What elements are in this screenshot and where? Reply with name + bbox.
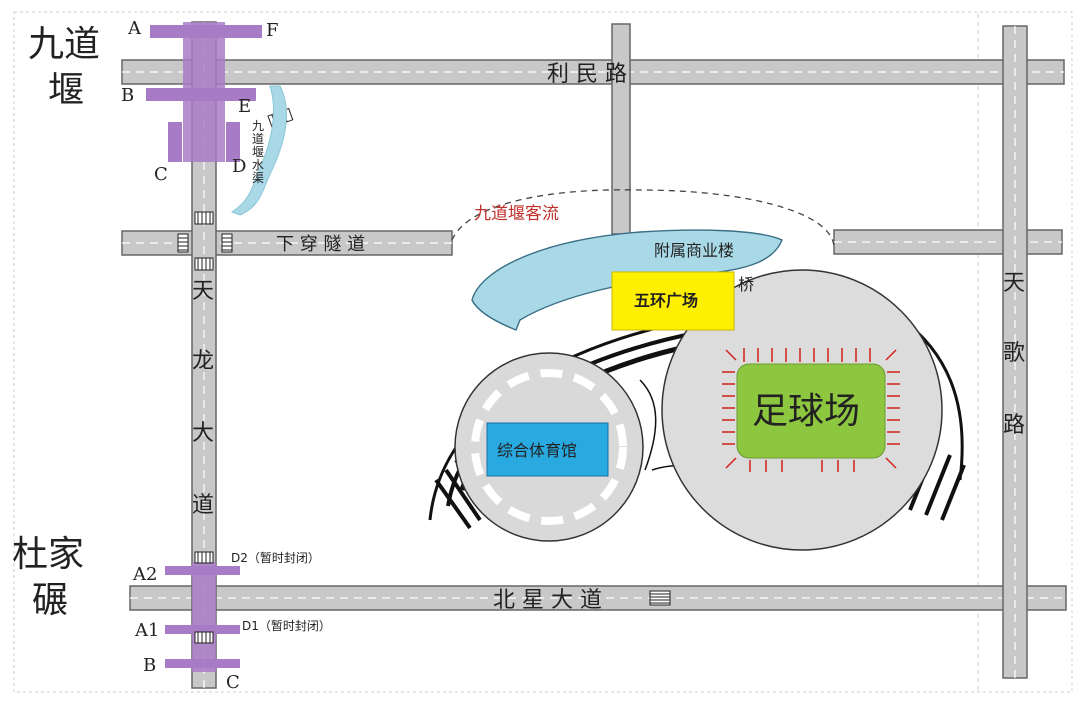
canal-char-2: 道: [252, 132, 264, 146]
canal-char-3: 堰: [252, 145, 264, 159]
exit-label-c-south: C: [226, 672, 240, 693]
exit-d-stub: [226, 122, 240, 162]
exit-label-a1: A1: [134, 620, 159, 641]
gym-track: [471, 369, 627, 525]
station-jiudaoyan-line2: 堰: [48, 70, 84, 111]
stadium-gates: [722, 348, 900, 472]
road-label-tianlong-3: 大: [192, 421, 214, 446]
metro-dujianian-station: [165, 562, 240, 672]
gate-arrows-bottom: [749, 460, 855, 472]
exit-label-a: A: [127, 18, 142, 39]
road-label-tunnel: 下 穿 隧 道: [276, 234, 365, 255]
gym-building: [486, 422, 609, 477]
station-body-south: [192, 562, 216, 672]
exit-label-e: E: [238, 96, 251, 117]
gate-arrows-right: [887, 371, 900, 445]
canal-char-4: 水: [252, 158, 264, 172]
exit-label-d: D: [232, 156, 246, 177]
station-dujianian-line1: 杜家: [12, 534, 84, 575]
station-dujianian-line2: 碾: [32, 580, 68, 621]
road-label-tianlong-1: 天: [192, 279, 214, 304]
metro-jiudaoyan-station: [146, 22, 262, 162]
middle-road: [611, 23, 631, 235]
bridge-label: 桥: [738, 275, 754, 294]
canal-char-5: 渠: [252, 171, 264, 185]
plaza-label: 五环广场: [634, 291, 698, 310]
exit-label-c: C: [154, 164, 168, 185]
road-label-tiange-2: 歌: [1003, 341, 1025, 366]
road-label-tiange-1: 天: [1003, 271, 1025, 296]
gate-arrows-top: [743, 348, 871, 362]
map-frame: [13, 11, 1073, 693]
canal-water: [230, 85, 287, 216]
road-label-beixing: 北 星 大 道: [493, 588, 602, 613]
gym-label: 综合体育馆: [497, 441, 577, 460]
exit-label-a2: A2: [132, 564, 157, 585]
road-label-tianlong-2: 龙: [192, 349, 214, 374]
exit-label-f: F: [266, 20, 279, 41]
station-jiudaoyan-line1: 九道: [28, 24, 100, 65]
gate-arrows-left: [722, 371, 735, 445]
exit-label-b-south: B: [143, 655, 156, 676]
road-label-tiange-3: 路: [1003, 413, 1025, 438]
station-body: [183, 22, 225, 162]
note-d1-closed: D1（暂时封闭）: [242, 619, 331, 633]
note-d2-closed: D2（暂时封闭）: [231, 551, 320, 565]
exit-c-stub: [168, 122, 182, 162]
road-label-limin: 利 民 路: [547, 62, 627, 87]
crowd-flow-label: 九道堰客流: [474, 204, 559, 224]
canal-char-1: 九: [252, 119, 264, 133]
football-pitch: [736, 363, 886, 459]
road-label-tianlong-4: 道: [192, 493, 214, 518]
exit-label-b: B: [121, 85, 134, 106]
commercial-building-label: 附属商业楼: [654, 241, 734, 260]
wuhuan-plaza: [611, 271, 735, 331]
crowd-flow-path: [451, 189, 835, 247]
stadium-label: 足球场: [752, 391, 860, 432]
